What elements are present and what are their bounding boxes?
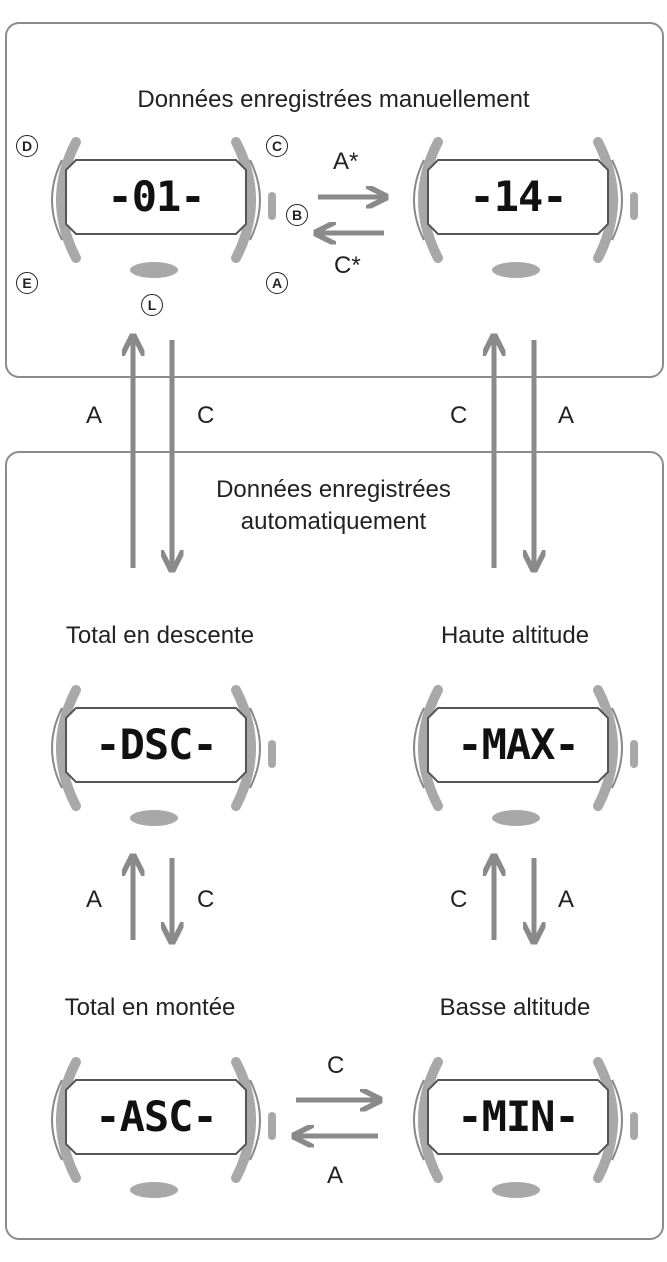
caption-total-ascent: Total en montée <box>64 994 236 1021</box>
watch-manual-14: -14- <box>398 120 638 280</box>
button-e-marker: E <box>16 272 38 294</box>
auto-data-title-line2: automatiquement <box>240 508 427 535</box>
watch-dsc: -DSC- <box>36 668 276 828</box>
manual-data-title: Données enregistrées manuellement <box>137 86 530 113</box>
label-c-right-between: C <box>450 402 468 429</box>
lcd-display: -MIN- <box>457 1091 579 1141</box>
lcd-display: -DSC- <box>95 719 217 769</box>
watch-max: -MAX- <box>398 668 638 828</box>
button-a-marker: A <box>266 272 288 294</box>
label-a-left-between: A <box>86 402 103 429</box>
label-c-star: C* <box>334 252 361 279</box>
label-a-dsc-asc: A <box>86 886 103 913</box>
watch-asc: -ASC- <box>36 1040 276 1200</box>
lcd-display: -ASC- <box>95 1091 217 1141</box>
lcd-display: -MAX- <box>457 719 579 769</box>
caption-total-descent: Total en descente <box>65 622 255 649</box>
label-a-max-min: A <box>558 886 575 913</box>
button-c-marker: C <box>266 135 288 157</box>
button-d-marker: D <box>16 135 38 157</box>
button-b-marker: B <box>286 204 308 226</box>
label-c-dsc-asc: C <box>197 886 215 913</box>
label-c-max-min: C <box>450 886 468 913</box>
label-a-min-asc: A <box>327 1162 344 1189</box>
label-c-left-between: C <box>197 402 215 429</box>
lcd-display: -14- <box>469 171 567 221</box>
watch-min: -MIN- <box>398 1040 638 1200</box>
label-a-star: A* <box>333 148 359 175</box>
caption-high-altitude: Haute altitude <box>440 622 590 649</box>
label-c-asc-min: C <box>327 1052 345 1079</box>
caption-low-altitude: Basse altitude <box>439 994 591 1021</box>
lcd-display: -01- <box>107 171 205 221</box>
button-l-marker: L <box>141 294 163 316</box>
auto-data-title-line1: Données enregistrées <box>216 476 451 503</box>
watch-manual-01: -01- <box>36 120 276 280</box>
label-a-right-between: A <box>558 402 575 429</box>
